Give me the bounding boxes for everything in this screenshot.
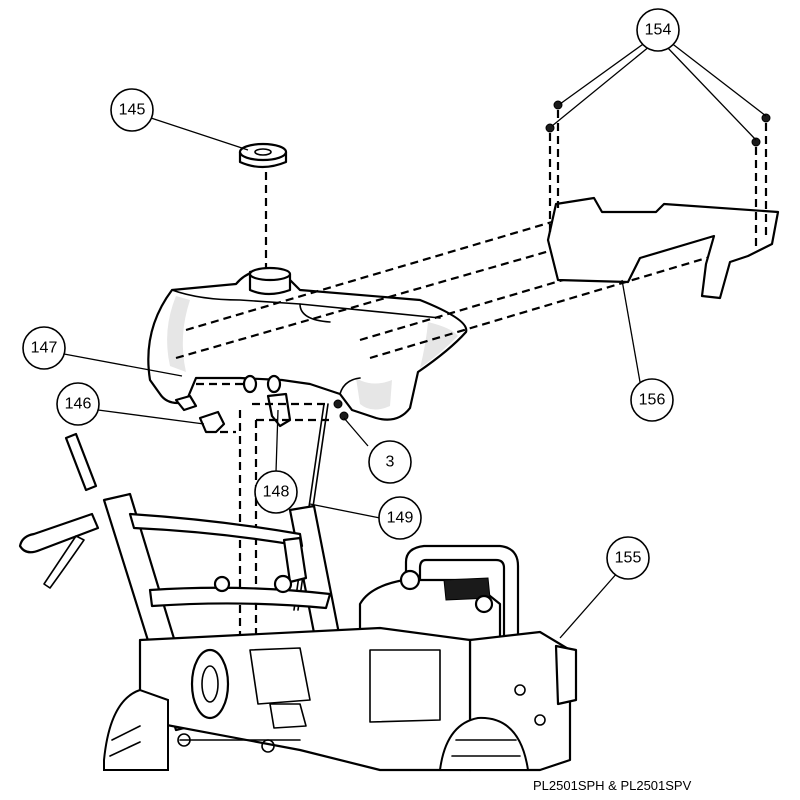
callout-3: 3 [368, 440, 412, 484]
callout-156: 156 [630, 378, 674, 422]
callout-label-148: 148 [263, 484, 290, 501]
callout-146: 146 [56, 382, 100, 426]
fuel-tank-part [147, 266, 468, 421]
callout-label-154: 154 [645, 22, 672, 39]
machine-frame-part [18, 432, 578, 772]
callout-149: 149 [378, 496, 422, 540]
model-number-caption: PL2501SPH & PL2501SPV [533, 778, 692, 793]
callout-147: 147 [22, 326, 66, 370]
callout-148: 148 [254, 470, 298, 514]
callout-label-156: 156 [639, 392, 666, 409]
callout-label-155: 155 [615, 550, 642, 567]
callout-label-146: 146 [65, 396, 92, 413]
callout-label-145: 145 [119, 102, 146, 119]
callout-145: 145 [110, 88, 154, 132]
callout-154: 154 [636, 8, 680, 52]
callout-155: 155 [606, 536, 650, 580]
callout-label-3: 3 [386, 454, 395, 471]
callout-label-147: 147 [31, 340, 58, 357]
fuel-cap-part [238, 142, 288, 169]
callout-label-149: 149 [387, 510, 414, 527]
callout-leader-lines [63, 41, 767, 639]
tank-bracket-part [546, 196, 780, 300]
bracket-nuts-part [545, 100, 771, 250]
